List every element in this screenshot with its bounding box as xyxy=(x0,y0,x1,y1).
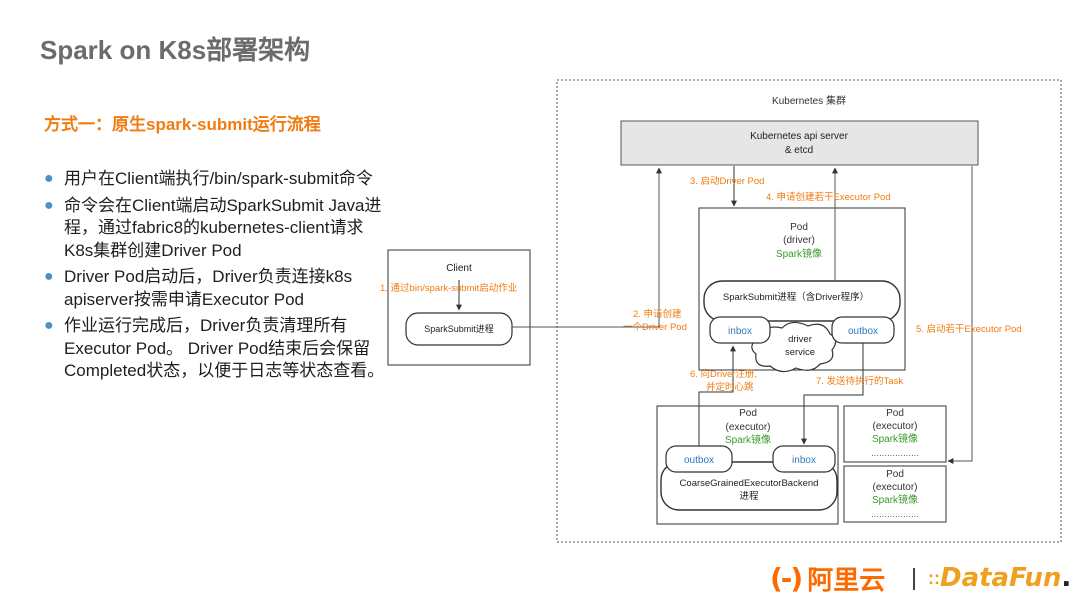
executor-small2-label-2: (executor) xyxy=(872,482,917,493)
executor-small2-dots: ……………… xyxy=(871,510,919,519)
driver-inbox-box xyxy=(709,316,771,344)
bullet-item: ● 用户在Client端执行/bin/spark-submit命令 xyxy=(44,168,389,191)
api-server-label-1: Kubernetes api server xyxy=(750,131,849,142)
executor-backend-label-2: 进程 xyxy=(739,491,759,502)
step4-label: 4. 申请创建若干Executor Pod xyxy=(766,191,891,203)
alibaba-cloud-logo: (-) 阿里云 xyxy=(770,560,885,596)
executor-small2-label-1: Pod xyxy=(886,469,904,480)
page-title: Spark on K8s部署架构 xyxy=(40,35,311,65)
client-sparksubmit-box xyxy=(405,312,513,346)
driver-service-label-1: driver xyxy=(788,334,812,345)
step6-label-1: 6. 向Driver注册, xyxy=(690,368,757,380)
client-box xyxy=(387,249,531,366)
bullet-dot-icon: ● xyxy=(44,317,54,334)
driver-pod-label-2: (driver) xyxy=(783,235,815,246)
bullet-text: 命令会在Client端启动SparkSubmit Java进程，通过fabric… xyxy=(64,195,382,260)
driver-pod-label-1: Pod xyxy=(790,222,808,233)
bullet-item: ● 命令会在Client端启动SparkSubmit Java进程，通过fabri… xyxy=(44,195,389,263)
executor-main-image: Spark镜像 xyxy=(725,433,771,446)
bullet-dot-icon: ● xyxy=(44,196,54,214)
executor-inbox-box xyxy=(772,445,836,473)
alibaba-cloud-mark-icon: (-) xyxy=(770,561,803,595)
executor-small1-image: Spark镜像 xyxy=(872,432,918,445)
bullet-dot-icon: ● xyxy=(44,268,54,285)
step2-label-1: 2. 申请创建 xyxy=(633,308,682,320)
bullet-item: ● 作业运行完成后，Driver负责清理所有Executor Pod。 Drive… xyxy=(44,315,389,383)
api-server-label-2: & etcd xyxy=(785,145,813,156)
driver-sparksubmit-box xyxy=(703,280,901,322)
bullet-text: 作业运行完成后，Driver负责清理所有Executor Pod。 Driver… xyxy=(64,316,385,380)
logo-separator xyxy=(913,568,915,590)
datafun-dot: . xyxy=(1061,563,1072,593)
step7-arrow xyxy=(801,343,864,445)
executor-backend-box xyxy=(660,461,838,511)
step6-arrow xyxy=(698,345,736,446)
client-sparksubmit-label: SparkSubmit进程 xyxy=(424,324,494,334)
executor-small1-label-2: (executor) xyxy=(872,421,917,432)
driver-outbox-label: outbox xyxy=(848,326,878,337)
section-subtitle: 方式一：原生spark-submit运行流程 xyxy=(44,115,321,134)
step6-label-2: 并定时心跳 xyxy=(706,381,754,393)
executor-pod-small-2 xyxy=(843,465,947,523)
executor-small1-label-1: Pod xyxy=(886,408,904,419)
executor-main-label-2: (executor) xyxy=(725,422,770,433)
step3-label: 3. 启动Driver Pod xyxy=(690,175,764,187)
step5-label: 5. 启动若干Executor Pod xyxy=(916,323,1022,335)
step2-arrow xyxy=(512,167,662,328)
executor-small2-image: Spark镜像 xyxy=(872,493,918,506)
bullet-list: ● 用户在Client端执行/bin/spark-submit命令 ● 命令会在Cl… xyxy=(44,168,389,387)
bullet-dot-icon: ● xyxy=(44,170,54,187)
datafun-dots-icon: :: xyxy=(928,567,940,588)
executor-outbox-label: outbox xyxy=(684,455,714,466)
driver-sparksubmit-label: SparkSubmit进程（含Driver程序） xyxy=(723,291,869,303)
cluster-label: Kubernetes 集群 xyxy=(772,94,846,107)
alibaba-cloud-name: 阿里云 xyxy=(807,565,886,596)
step7-label: 7. 发送待执行的Task xyxy=(816,375,903,387)
executor-pod-small-1 xyxy=(843,405,947,463)
step1-label: 1. 通过bin/spark-submit启动作业 xyxy=(380,282,517,294)
bullet-text: 用户在Client端执行/bin/spark-submit命令 xyxy=(64,169,373,188)
datafun-name: DataFun xyxy=(940,563,1062,593)
driver-inbox-label: inbox xyxy=(728,326,752,337)
driver-service-label-2: service xyxy=(785,347,815,358)
executor-backend-label-1: CoarseGrainedExecutorBackend xyxy=(680,478,819,489)
bullet-item: ● Driver Pod启动后，Driver负责连接k8s apiserver按需… xyxy=(44,266,389,311)
driver-pod-image: Spark镜像 xyxy=(776,247,822,260)
executor-main-label-1: Pod xyxy=(739,408,757,419)
datafun-logo: :: DataFun . xyxy=(928,560,1071,596)
executor-inbox-label: inbox xyxy=(792,455,816,466)
step5-arrow xyxy=(947,166,973,464)
driver-service-cloud xyxy=(751,321,837,373)
client-label: Client xyxy=(446,263,472,274)
executor-pod-main-box xyxy=(656,405,839,525)
api-server-box xyxy=(620,120,979,166)
step2-label-2: 一个Driver Pod xyxy=(623,322,687,333)
bullet-text: Driver Pod启动后，Driver负责连接k8s apiserver按需申… xyxy=(64,267,353,309)
executor-small1-dots: ……………… xyxy=(871,449,919,458)
k8s-cluster-boundary xyxy=(556,79,1062,543)
